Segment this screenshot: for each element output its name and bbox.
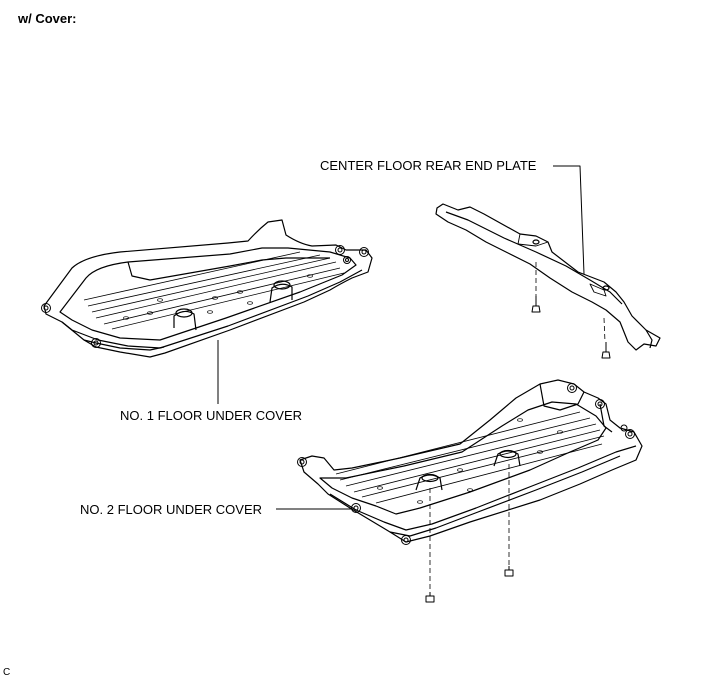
cover-2-clips	[425, 566, 514, 603]
plate-bolts	[531, 296, 611, 359]
floor-under-cover-1-drawing	[41, 219, 373, 358]
floor-cover-2-label: NO. 2 FLOOR UNDER COVER	[80, 502, 263, 517]
figure-code: C	[3, 667, 11, 678]
floor-cover-1-label: NO. 1 FLOOR UNDER COVER	[120, 408, 303, 423]
leader-lines	[217, 165, 585, 510]
center-plate-label: CENTER FLOOR REAR END PLATE	[320, 158, 537, 173]
center-floor-rear-end-plate-drawing	[435, 203, 661, 359]
page-title: w/ Cover:	[18, 11, 77, 26]
floor-under-cover-2-drawing	[297, 379, 643, 603]
